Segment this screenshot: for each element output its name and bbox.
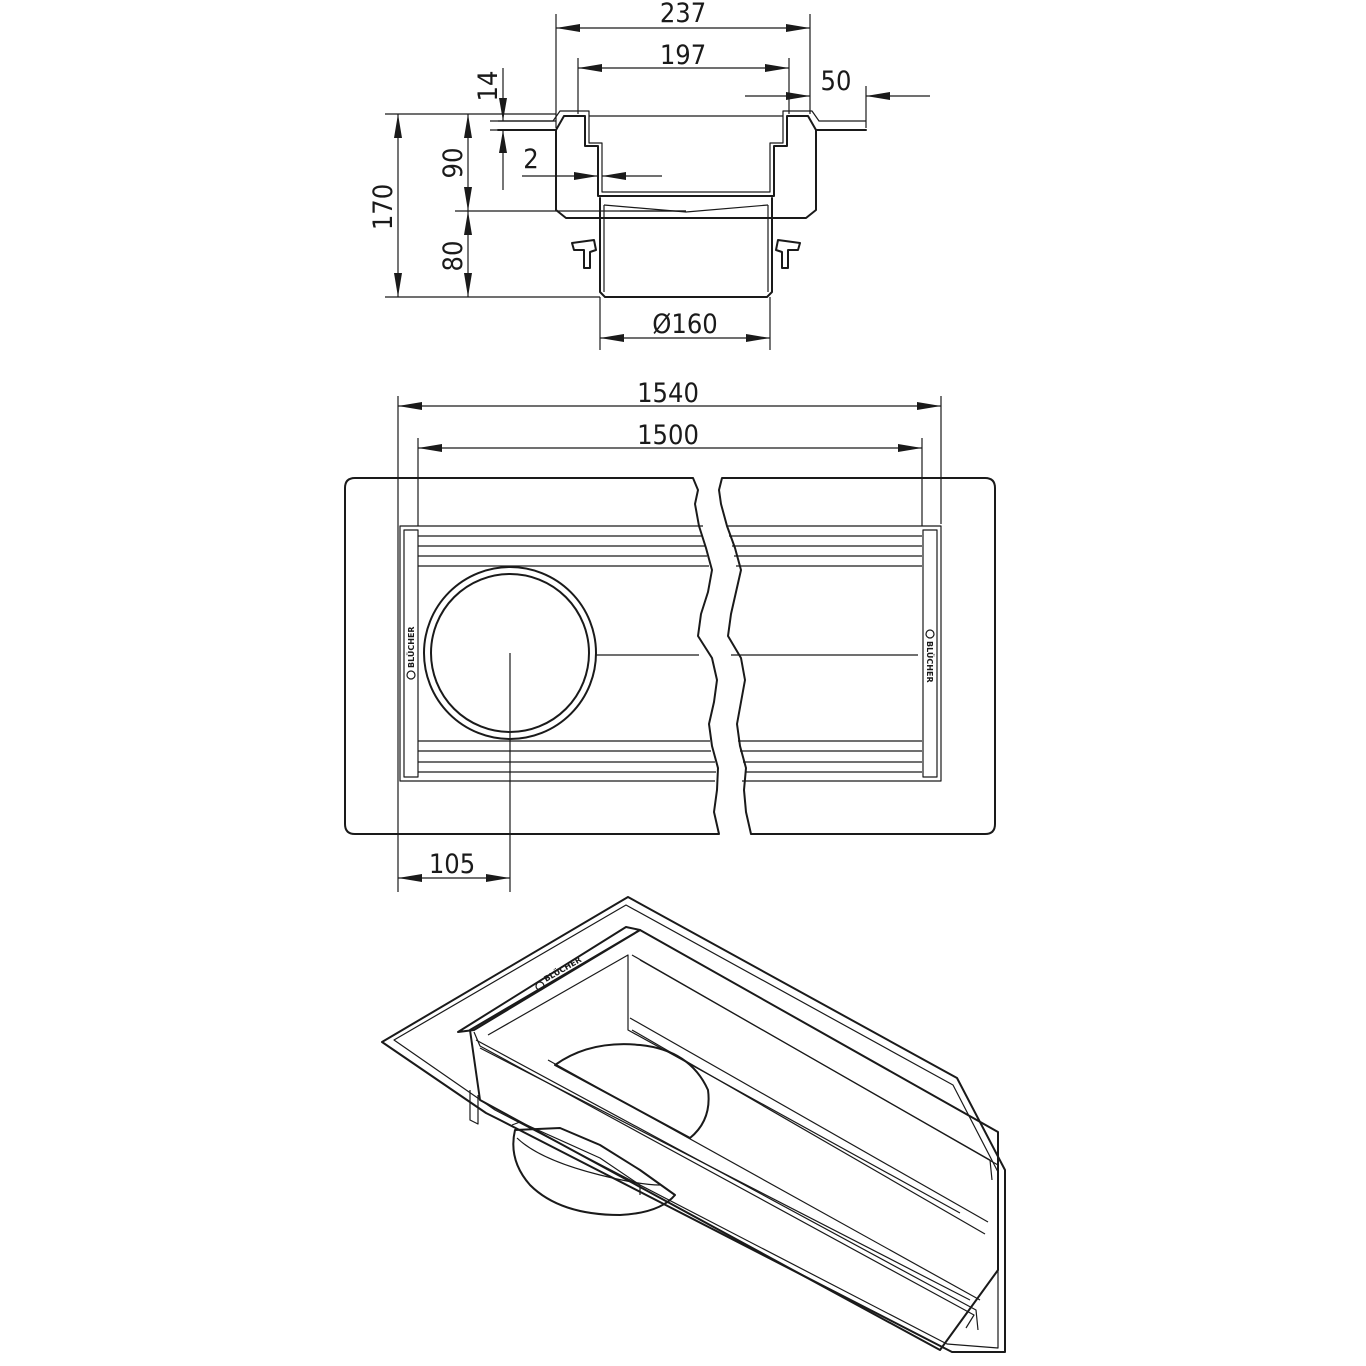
section-slope-line [603, 204, 769, 213]
dim-80-label: 80 [438, 241, 469, 272]
dim-197-arrow-left [578, 64, 602, 72]
iso-channel-step-3 [631, 1029, 986, 1235]
plan-dimensions: 1540 1500 105 [397, 378, 942, 892]
plan-endcap-left [403, 529, 419, 778]
dim-1500-arrow-left [418, 444, 442, 452]
dim-1500-arrow-right [898, 444, 922, 452]
brand-logo-left-icon [406, 670, 416, 680]
brand-logo-right-icon [925, 629, 935, 639]
dim-90-label: 90 [438, 148, 469, 179]
dim-170-arrow-top [394, 114, 402, 138]
plan-view: BLÜCHER BLÜCHER [344, 477, 996, 892]
dim-160-arrow-right [746, 334, 770, 342]
brand-label-right: BLÜCHER [925, 641, 935, 683]
dim-1540-label: 1540 [637, 378, 699, 409]
dim-1540-arrow-right [917, 402, 941, 410]
dim-105-arrow-right [486, 874, 510, 882]
dim-1540-arrow-left [398, 402, 422, 410]
dim-50-arrow-left [786, 92, 810, 100]
iso-channel-step-5 [473, 1031, 975, 1329]
isometric-view: BLÜCHER [381, 896, 1006, 1353]
iso-endcap [457, 926, 641, 1033]
section-collar-left [571, 239, 597, 269]
dim-105-arrow-left [398, 874, 422, 882]
section-tray [555, 129, 817, 219]
iso-channel-step-2 [629, 1017, 989, 1223]
dim-14-arrow-top [499, 98, 507, 121]
plan-channel-left [399, 525, 715, 782]
dim-237-arrow-left [556, 24, 580, 32]
iso-outlet-ring [516, 1137, 661, 1186]
dim-160-label: Ø160 [652, 309, 717, 340]
plan-endcap-right [922, 529, 938, 778]
dim-80-arrow-top [464, 211, 472, 235]
dim-90-arrow-top [464, 114, 472, 138]
dim-14-arrow-bottom [499, 130, 507, 153]
dim-2-label: 2 [523, 144, 538, 175]
dim-80-arrow-bottom [464, 273, 472, 297]
dim-105-label: 105 [429, 849, 475, 880]
dim-50-arrow-right [866, 92, 890, 100]
section-outlet-pipe [599, 197, 773, 298]
iso-channel-step-1 [639, 959, 993, 1181]
dim-90-arrow-bottom [464, 187, 472, 211]
iso-flange-inner [393, 904, 999, 1349]
dim-197-arrow-right [765, 64, 789, 72]
iso-channel-bottom-near [487, 954, 961, 1214]
brand-label-left: BLÜCHER [406, 626, 416, 668]
dim-160-arrow-left [600, 334, 624, 342]
section-dimensions: 237 197 50 14 2 90 [368, 0, 930, 350]
dim-237-label: 237 [660, 0, 706, 29]
dim-1500-label: 1500 [637, 420, 699, 451]
brand-logo-iso-icon [535, 981, 545, 991]
iso-outlet-collar [511, 1121, 641, 1195]
plan-outer-left [344, 477, 720, 835]
section-collar-right [775, 239, 801, 269]
section-view [497, 110, 867, 298]
dim-50-label: 50 [821, 66, 852, 97]
dim-14-label: 14 [473, 71, 504, 102]
section-body-inner [498, 110, 866, 193]
dim-2-arrow-left [574, 172, 598, 180]
dim-170-label: 170 [368, 184, 399, 230]
iso-outlet-body [512, 1127, 676, 1216]
iso-channel-near-wall [469, 929, 999, 1351]
dim-170-arrow-bottom [394, 273, 402, 297]
iso-support-tab [469, 1090, 479, 1125]
plan-channel-right [728, 525, 942, 782]
iso-flange-outer [381, 896, 1006, 1353]
dim-237-arrow-right [786, 24, 810, 32]
iso-channel-rail-outer [475, 1039, 979, 1331]
iso-outlet-opening [554, 1043, 710, 1139]
dim-197-label: 197 [660, 40, 706, 71]
dim-2-arrow-right [602, 172, 626, 180]
plan-outer-right [718, 477, 996, 835]
section-body-outer [497, 115, 867, 197]
